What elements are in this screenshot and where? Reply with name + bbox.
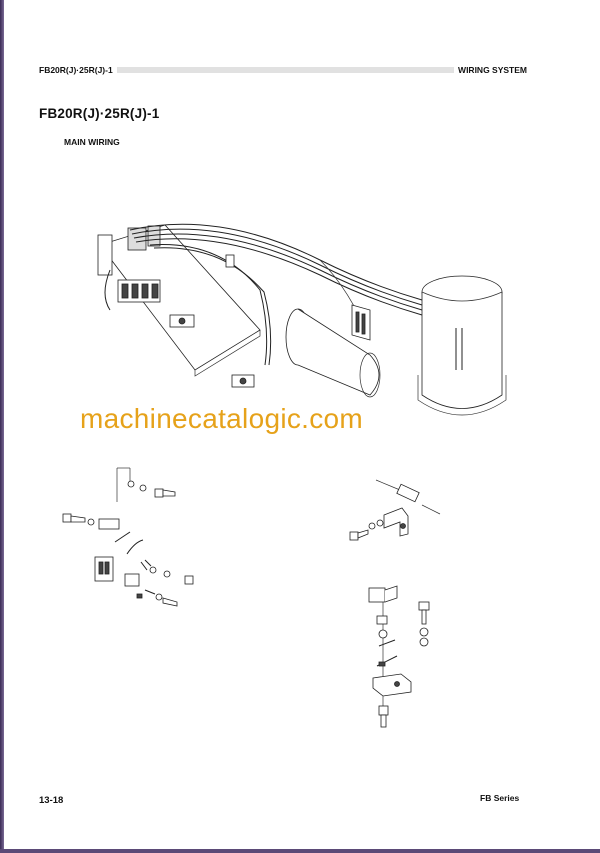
vertical-bolt-icon (418, 601, 430, 625)
watermark-text: machinecatalogic.com (80, 403, 364, 434)
bolt-icon (378, 705, 389, 728)
motor-cylinder-icon (285, 308, 381, 398)
connector-bolt-exploded-view (368, 585, 430, 728)
section-title: MAIN WIRING (64, 137, 120, 147)
contactor-block-icon (94, 556, 114, 582)
tube-sleeve-icon (396, 483, 420, 503)
control-panel-plate-icon (97, 224, 261, 377)
series-label: FB Series (480, 793, 520, 803)
washer-icon (378, 629, 388, 639)
washer-icon (376, 519, 384, 527)
contactor-terminal-exploded-view (62, 467, 194, 607)
bolt-icon (349, 529, 369, 541)
screw-icon (62, 513, 86, 523)
harness-connector-icon (351, 304, 371, 341)
page-edge-bottom (0, 849, 600, 853)
running-header: FB20R(J)·25R(J)-1 WIRING SYSTEM (39, 64, 527, 76)
page-edge-left (0, 0, 4, 853)
washer-icon (368, 522, 376, 530)
nut-icon (184, 575, 194, 585)
nut-icon (376, 615, 388, 625)
main-wiring-harness-diagram (97, 223, 507, 416)
washer-icon (127, 480, 135, 488)
bolt-icon (154, 488, 176, 498)
harness-clamp-icon (231, 374, 255, 388)
battery-cylinder-icon (417, 275, 507, 416)
connector-housing-icon (368, 585, 398, 603)
page-title: FB20R(J)·25R(J)-1 (39, 106, 160, 121)
bracket-icon (383, 507, 409, 537)
header-model: FB20R(J)·25R(J)-1 (39, 65, 113, 75)
bracket-clamp-exploded-view (349, 479, 441, 541)
header-leader-fill (116, 67, 455, 73)
header-section: WIRING SYSTEM (458, 65, 527, 75)
wiring-harness-bundle (104, 223, 423, 366)
washer-icon (139, 484, 147, 492)
mount-bracket-icon (372, 673, 412, 697)
terminal-plate-icon (98, 518, 120, 530)
page-number: 13-18 (39, 795, 64, 806)
